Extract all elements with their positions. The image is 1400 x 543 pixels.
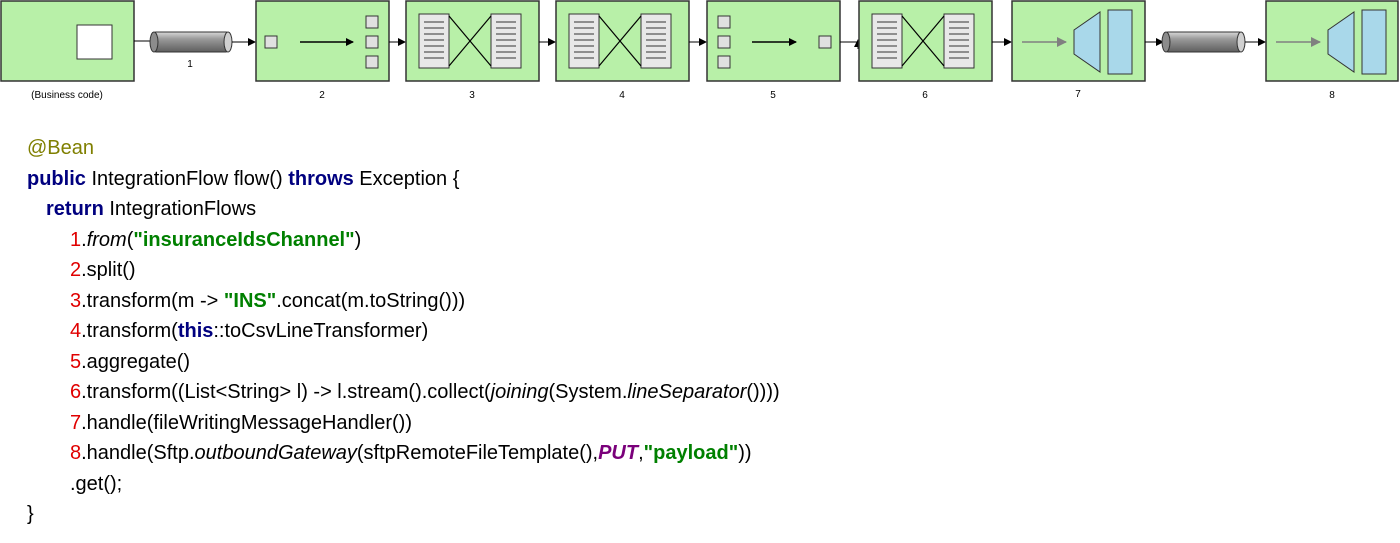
keyword-return: return — [46, 198, 104, 220]
method-joining: joining — [490, 381, 549, 403]
code-text: ::toCsvLineTransformer) — [213, 320, 429, 342]
code-line-2: 2.split() — [27, 255, 780, 286]
code-line-1: 1.from("insuranceIdsChannel") — [27, 225, 780, 256]
label-8: 8 — [1329, 90, 1335, 101]
code-text: ) — [354, 228, 362, 251]
sftp-gateway-block — [1265, 0, 1399, 82]
step-number: 5 — [70, 350, 82, 373]
channel-pipe-1 — [149, 31, 233, 53]
code-text: (System. — [548, 381, 628, 403]
step-number: 7 — [70, 411, 82, 434]
constant-put: PUT — [598, 442, 639, 464]
method-from: from — [86, 228, 127, 251]
step-number: 8 — [70, 442, 82, 464]
transformer-block-6 — [858, 0, 993, 82]
string-literal: "INS" — [223, 289, 277, 312]
file-writing-adapter-block — [1011, 0, 1146, 82]
code-line-signature: public IntegrationFlow flow() throws Exc… — [27, 164, 780, 195]
annotation-token: @Bean — [27, 137, 95, 159]
code-text: .transform( — [81, 320, 178, 342]
channel-pipe-2 — [1161, 31, 1246, 53]
code-text: .get(); — [70, 472, 123, 495]
code-text: .handle(fileWritingMessageHandler()) — [81, 411, 413, 434]
code-listing: @Bean public IntegrationFlow flow() thro… — [27, 133, 780, 530]
code-text: IntegrationFlows — [103, 198, 257, 220]
string-literal: "insuranceIdsChannel" — [133, 228, 355, 251]
code-text: . — [81, 228, 87, 251]
code-line-close: } — [27, 499, 780, 530]
code-text: .concat(m.toString())) — [276, 289, 466, 312]
code-text: } — [27, 503, 34, 525]
label-business-code: (Business code) — [31, 90, 103, 101]
keyword-this: this — [177, 320, 214, 342]
code-text: .split() — [81, 259, 136, 281]
code-line-4: 4.transform(this::toCsvLineTransformer) — [27, 316, 780, 347]
code-text: .aggregate() — [81, 350, 191, 373]
code-line-3: 3.transform(m -> "INS".concat(m.toString… — [27, 286, 780, 317]
code-line-6: 6.transform((List<String> l) -> l.stream… — [27, 377, 780, 408]
code-text: )) — [738, 442, 752, 464]
code-text: ( — [126, 228, 134, 251]
label-5: 5 — [770, 90, 776, 101]
code-text: , — [638, 442, 644, 464]
code-line-8: 8.handle(Sftp.outboundGateway(sftpRemote… — [27, 438, 780, 469]
method-line-separator: lineSeparator — [627, 381, 747, 403]
step-number: 1 — [70, 228, 82, 251]
step-number: 6 — [70, 381, 82, 403]
aggregator-block — [706, 0, 841, 82]
code-line-7: 7.handle(fileWritingMessageHandler()) — [27, 408, 780, 439]
label-3: 3 — [469, 90, 475, 101]
code-text: .transform((List<String> l) -> l.stream(… — [81, 381, 491, 403]
keyword-throws: throws — [288, 167, 354, 190]
code-text: ()))) — [746, 381, 780, 403]
code-line-annotation: @Bean — [27, 133, 780, 164]
code-text: Exception { — [353, 167, 460, 190]
keyword-public: public — [27, 167, 86, 190]
label-2: 2 — [319, 90, 325, 101]
method-outbound-gateway: outboundGateway — [194, 442, 357, 464]
code-text: (sftpRemoteFileTemplate(), — [356, 442, 599, 464]
integration-flow-diagram: (Business code) 1 2 3 4 5 6 7 8 — [0, 0, 1399, 101]
label-6: 6 — [922, 90, 928, 101]
label-4: 4 — [619, 90, 625, 101]
business-code-block — [0, 0, 135, 82]
transformer-block-4 — [555, 0, 690, 82]
code-text: .handle(Sftp. — [81, 442, 195, 464]
label-1: 1 — [187, 59, 193, 70]
code-text: IntegrationFlow flow() — [85, 167, 289, 190]
string-literal: "payload" — [643, 442, 739, 464]
step-number: 4 — [70, 320, 82, 342]
code-line-get: .get(); — [27, 469, 780, 500]
step-number: 3 — [70, 289, 82, 312]
code-text: .transform(m -> — [81, 289, 224, 312]
transformer-block-3 — [405, 0, 540, 82]
splitter-block — [255, 0, 390, 82]
step-number: 2 — [70, 259, 82, 281]
code-line-return: return IntegrationFlows — [27, 194, 780, 225]
label-7: 7 — [1075, 89, 1081, 100]
code-line-5: 5.aggregate() — [27, 347, 780, 378]
